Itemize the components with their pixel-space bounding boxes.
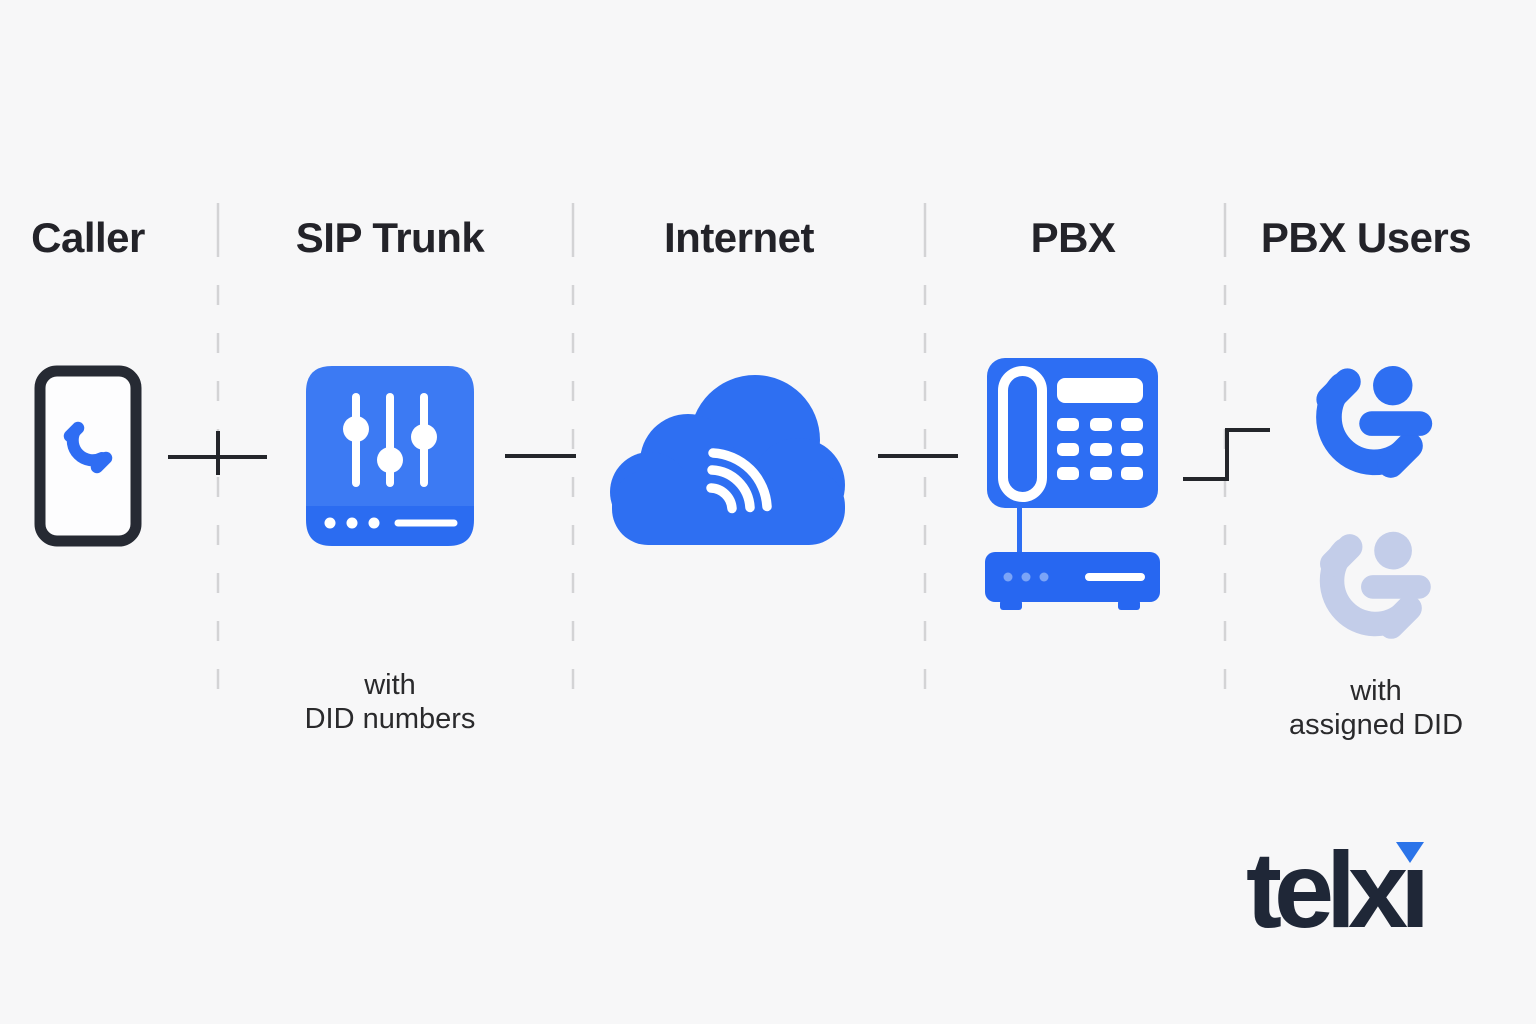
phone-user-icon bbox=[1316, 365, 1433, 478]
cloud-wifi-icon bbox=[610, 375, 845, 545]
pbx-users-caption: with assigned DID bbox=[1289, 674, 1463, 742]
connector-caller-to-sip-tick bbox=[216, 431, 220, 475]
connector-pbx-to-users-riser bbox=[1225, 430, 1229, 481]
header-caller: Caller bbox=[31, 214, 145, 261]
sip-trunk-caption: with DID numbers bbox=[305, 668, 476, 736]
sip-trunk-caption-line1: with bbox=[364, 669, 416, 701]
connector-pbx-to-users-upper bbox=[1225, 428, 1270, 432]
connector-pbx-to-users-lower bbox=[1183, 477, 1229, 481]
header-pbx: PBX bbox=[1030, 214, 1116, 261]
connector-internet-to-pbx bbox=[878, 454, 958, 458]
pbx-users-caption-line1: with bbox=[1350, 675, 1402, 707]
logo-triangle-icon bbox=[1396, 842, 1425, 863]
header-sip-trunk: SIP Trunk bbox=[295, 214, 485, 261]
telxi-logo: telxi bbox=[1246, 836, 1430, 944]
header-pbx-users: PBX Users bbox=[1260, 214, 1472, 261]
header-internet: Internet bbox=[663, 214, 815, 261]
pbx-desk-phone-router-icon bbox=[985, 358, 1160, 610]
phone-user-inactive-icon bbox=[1319, 531, 1431, 639]
connector-sip-to-internet bbox=[505, 454, 576, 458]
sip-trunk-caption-line2: DID numbers bbox=[304, 703, 476, 735]
pbx-users-caption-line2: assigned DID bbox=[1288, 709, 1464, 741]
sip-trunk-sliders-icon bbox=[306, 366, 474, 546]
smartphone-call-icon bbox=[34, 365, 142, 547]
